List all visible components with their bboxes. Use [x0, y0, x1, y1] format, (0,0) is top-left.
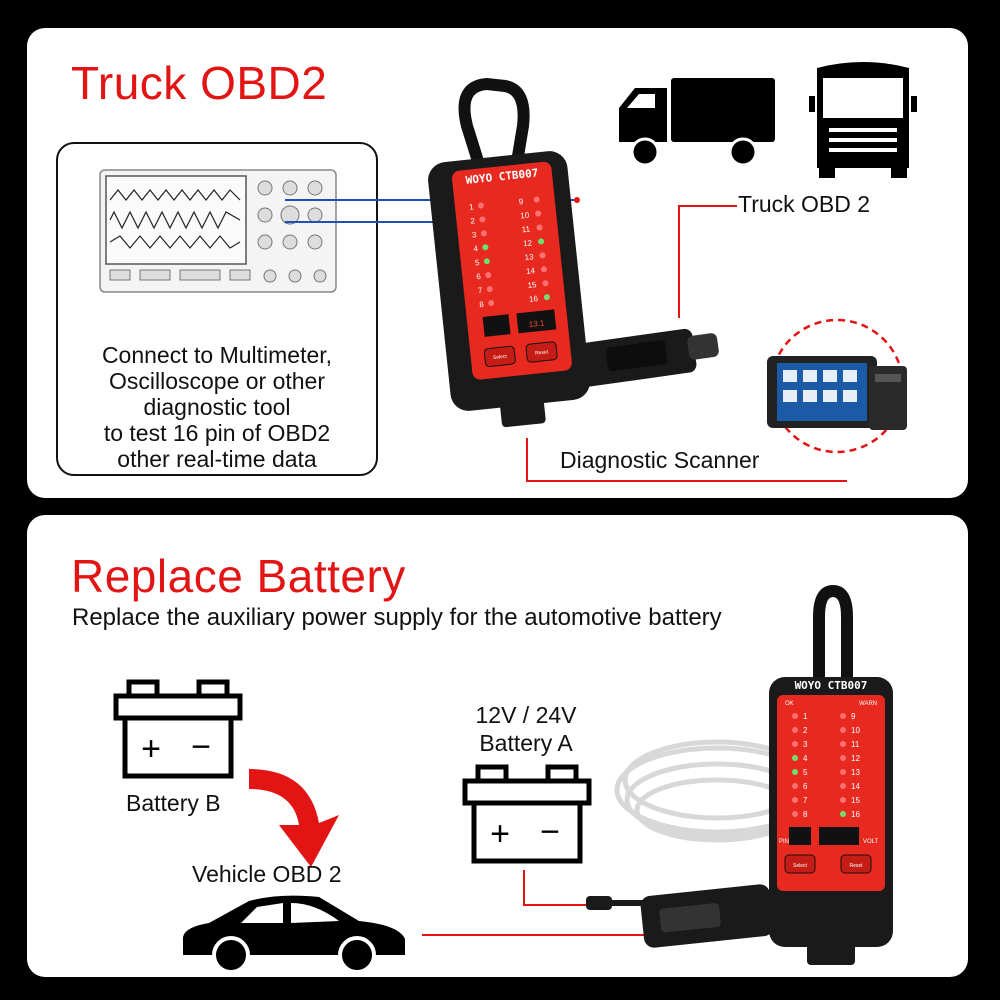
- connect-tool-box: Connect to Multimeter, Oscilloscope or o…: [56, 142, 378, 476]
- svg-text:3: 3: [803, 740, 808, 749]
- svg-text:3: 3: [472, 230, 478, 239]
- select-button-bottom: Select: [793, 863, 808, 869]
- connect-description: Connect to Multimeter, Oscilloscope or o…: [58, 342, 376, 472]
- device-brand-text-bottom: WOYO CTB007: [795, 679, 868, 692]
- oscilloscope-image: [99, 169, 337, 293]
- connect-line-5: other real-time data: [117, 446, 317, 472]
- svg-text:10: 10: [520, 211, 530, 221]
- svg-text:8: 8: [803, 810, 808, 819]
- reset-button-bottom: Reset: [849, 863, 863, 869]
- volt-label: VOLT: [863, 839, 879, 845]
- replace-battery-panel: Replace Battery Replace the auxiliary po…: [27, 515, 968, 977]
- svg-text:14: 14: [851, 782, 860, 791]
- vehicle-obd2-label: Vehicle OBD 2: [192, 861, 342, 887]
- svg-text:7: 7: [477, 286, 483, 295]
- ok-label: OK: [785, 701, 794, 707]
- battery-a-icon: + −: [462, 764, 592, 864]
- svg-text:12: 12: [523, 238, 533, 248]
- connect-line-1: Connect to Multimeter,: [101, 342, 333, 368]
- battery-b-minus: −: [191, 728, 211, 766]
- svg-text:10: 10: [851, 726, 860, 735]
- svg-text:4: 4: [473, 244, 479, 253]
- battery-wires: [422, 870, 647, 936]
- svg-text:1: 1: [469, 202, 475, 211]
- replace-battery-subtitle: Replace the auxiliary power supply for t…: [72, 604, 722, 631]
- obd-plug-cable: [586, 878, 816, 948]
- battery-a-minus: −: [540, 813, 560, 851]
- svg-text:9: 9: [518, 197, 524, 206]
- pin-label: PIN: [779, 839, 789, 845]
- connect-line-2: Oscilloscope or other: [108, 368, 326, 394]
- svg-text:11: 11: [521, 224, 531, 234]
- truck-obd2-title: Truck OBD2: [71, 57, 328, 109]
- battery-a-label: Battery A: [479, 730, 573, 756]
- svg-text:2: 2: [803, 726, 808, 735]
- svg-text:5: 5: [474, 258, 480, 267]
- select-button: Select: [493, 354, 508, 361]
- replace-battery-title: Replace Battery: [71, 550, 406, 602]
- svg-text:16: 16: [529, 294, 539, 304]
- connect-line-4: to test 16 pin of OBD2: [103, 420, 331, 446]
- svg-text:15: 15: [527, 280, 537, 290]
- battery-a-voltage: 12V / 24V: [475, 702, 577, 728]
- truck-obd2-panel: Truck OBD2 Connect to Multimeter, Oscill…: [27, 28, 968, 498]
- reset-button: Reset: [535, 349, 549, 356]
- svg-text:2: 2: [470, 216, 476, 225]
- battery-b-icon: + −: [113, 679, 243, 779]
- svg-text:16: 16: [851, 810, 860, 819]
- svg-text:14: 14: [526, 266, 536, 276]
- svg-text:6: 6: [476, 272, 482, 281]
- svg-text:7: 7: [803, 796, 808, 805]
- svg-text:11: 11: [851, 740, 860, 749]
- battery-a-plus: +: [490, 815, 510, 853]
- swap-arrow-icon: [249, 769, 339, 867]
- svg-text:13: 13: [851, 768, 860, 777]
- warn-label: WARN: [859, 701, 877, 707]
- diagnostic-scanner-image: [767, 318, 907, 454]
- truck-obd2-label: Truck OBD 2: [738, 191, 871, 217]
- svg-text:6: 6: [803, 782, 808, 791]
- diagnostic-scanner-label: Diagnostic Scanner: [560, 447, 760, 473]
- svg-text:4: 4: [803, 754, 808, 763]
- box-truck-icon: [619, 78, 775, 167]
- battery-b-label: Battery B: [126, 790, 221, 816]
- connect-line-3: diagnostic tool: [143, 394, 291, 420]
- connector-lines: [526, 205, 847, 482]
- svg-text:8: 8: [479, 300, 485, 309]
- svg-text:5: 5: [803, 768, 808, 777]
- svg-text:12: 12: [851, 754, 860, 763]
- car-icon: [183, 895, 405, 974]
- battery-b-plus: +: [141, 730, 161, 768]
- svg-text:15: 15: [851, 796, 860, 805]
- svg-text:1: 1: [803, 712, 808, 721]
- svg-text:9: 9: [851, 712, 856, 721]
- semi-truck-icon: [809, 62, 917, 178]
- svg-text:13: 13: [524, 252, 534, 262]
- device-display: 13.1: [528, 319, 545, 330]
